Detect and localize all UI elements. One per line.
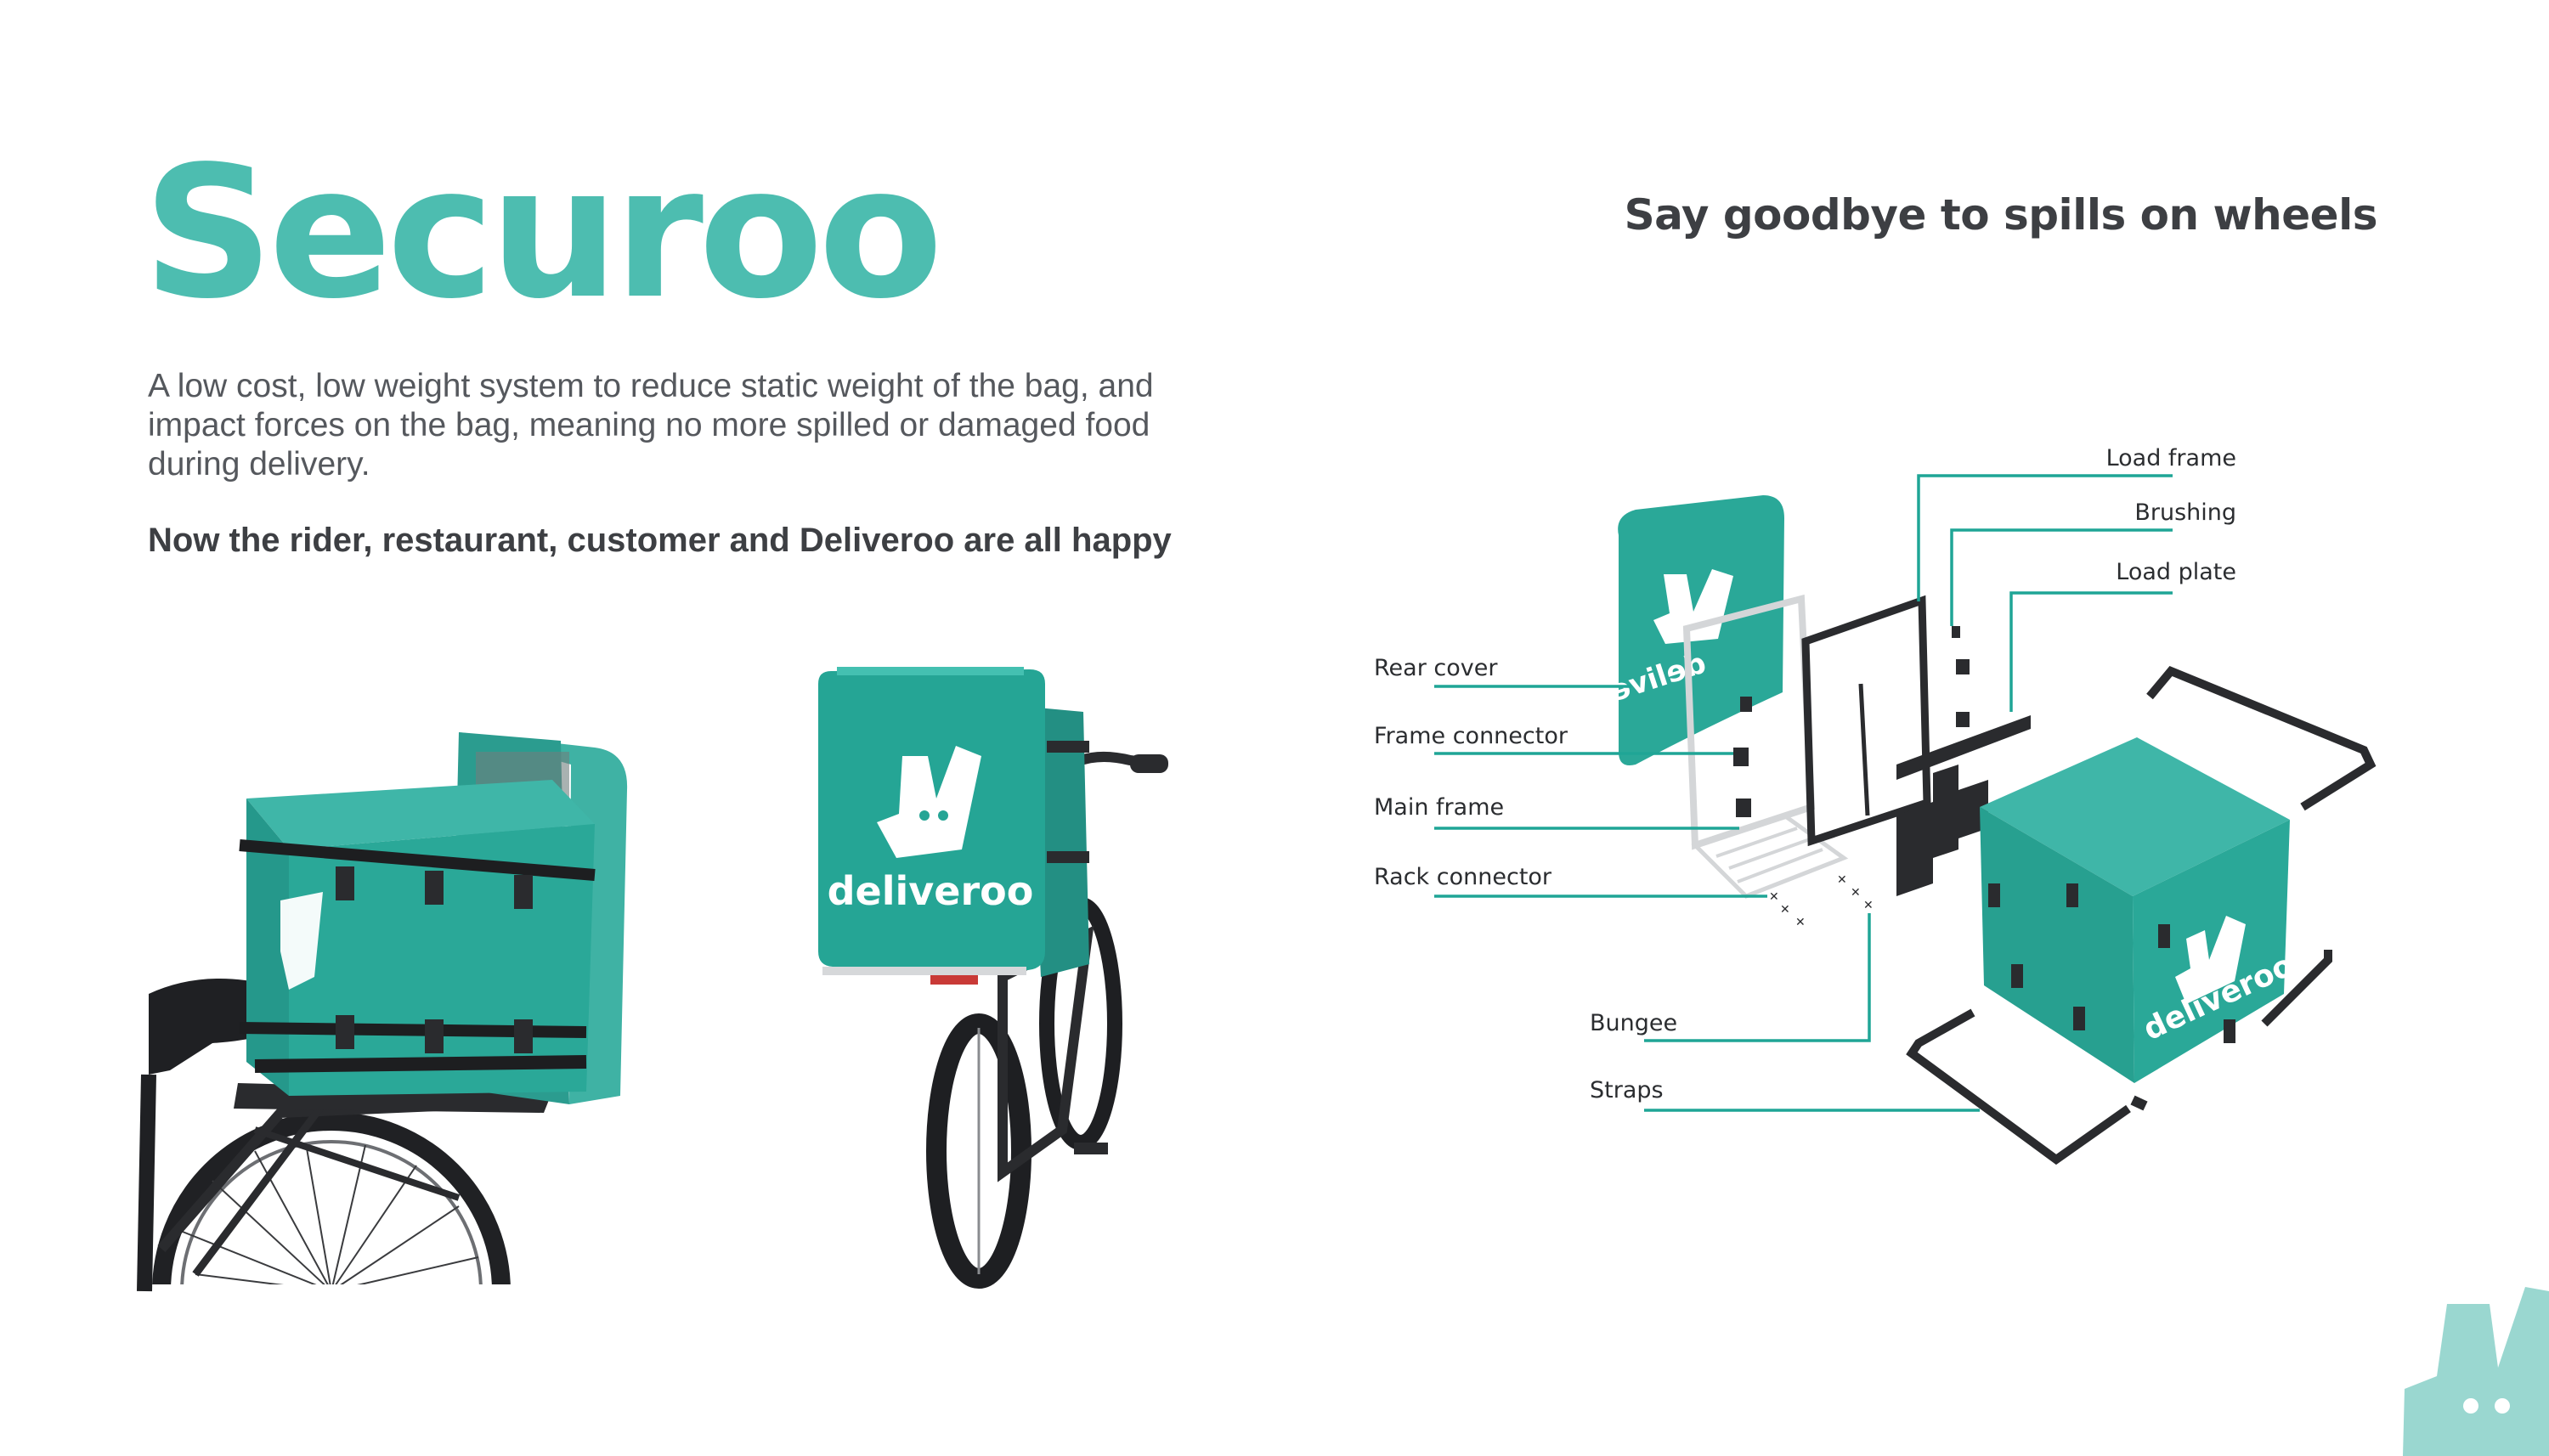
svg-text:✕: ✕ xyxy=(1769,890,1779,904)
callout-bungee: Bungee xyxy=(1590,1010,1677,1036)
callout-labels: Load frame Brushing Load plate Rear cove… xyxy=(1374,445,2236,1103)
description: A low cost, low weight system to reduce … xyxy=(148,368,1154,483)
callout-brushing: Brushing xyxy=(2134,499,2236,526)
bike-rear-illustration: deliveroo xyxy=(818,667,1168,1289)
callout-load-plate: Load plate xyxy=(2116,559,2236,585)
page-title: Securoo xyxy=(143,127,943,339)
svg-text:✕: ✕ xyxy=(1795,916,1806,929)
callout-main-frame: Main frame xyxy=(1374,794,1504,821)
callout-leaders xyxy=(1434,474,2173,1112)
callout-rear-cover: Rear cover xyxy=(1374,655,1498,681)
exploded-straps xyxy=(1906,665,2377,1165)
deliveroo-logo-icon xyxy=(877,746,981,858)
deliveroo-kangaroo-logo-icon xyxy=(2403,1287,2549,1456)
delivery-bag-side xyxy=(239,780,596,1096)
exploded-load-plate xyxy=(1896,715,2031,896)
callout-load-frame: Load frame xyxy=(2106,445,2236,471)
rear-wheel xyxy=(0,1112,2549,1456)
rack-screws: ✕✕ ✕✕ ✕✕ xyxy=(1769,873,1874,929)
svg-text:✕: ✕ xyxy=(1780,903,1790,917)
exploded-view-diagram: deliveroo xyxy=(1374,445,2377,1165)
bag-wordmark: deliveroo xyxy=(828,868,1034,914)
svg-text:✕: ✕ xyxy=(1851,886,1861,900)
delivery-bag-rear: deliveroo xyxy=(818,667,1089,977)
svg-text:✕: ✕ xyxy=(1837,873,1847,887)
highlight-statement: Now the rider, restaurant, customer and … xyxy=(148,522,1172,559)
callout-frame-connector: Frame connector xyxy=(1374,723,1568,749)
callout-straps: Straps xyxy=(1590,1077,1664,1103)
svg-text:✕: ✕ xyxy=(1863,899,1874,912)
tagline: Say goodbye to spills on wheels xyxy=(1624,190,2378,240)
exploded-bag-cube: deliveroo xyxy=(1980,737,2299,1083)
exploded-load-frame xyxy=(1801,595,1970,847)
exploded-rear-cover: deliveroo xyxy=(1555,495,1784,765)
bike-side-illustration xyxy=(0,732,2549,1456)
callout-rack-connector: Rack connector xyxy=(1374,864,1552,890)
